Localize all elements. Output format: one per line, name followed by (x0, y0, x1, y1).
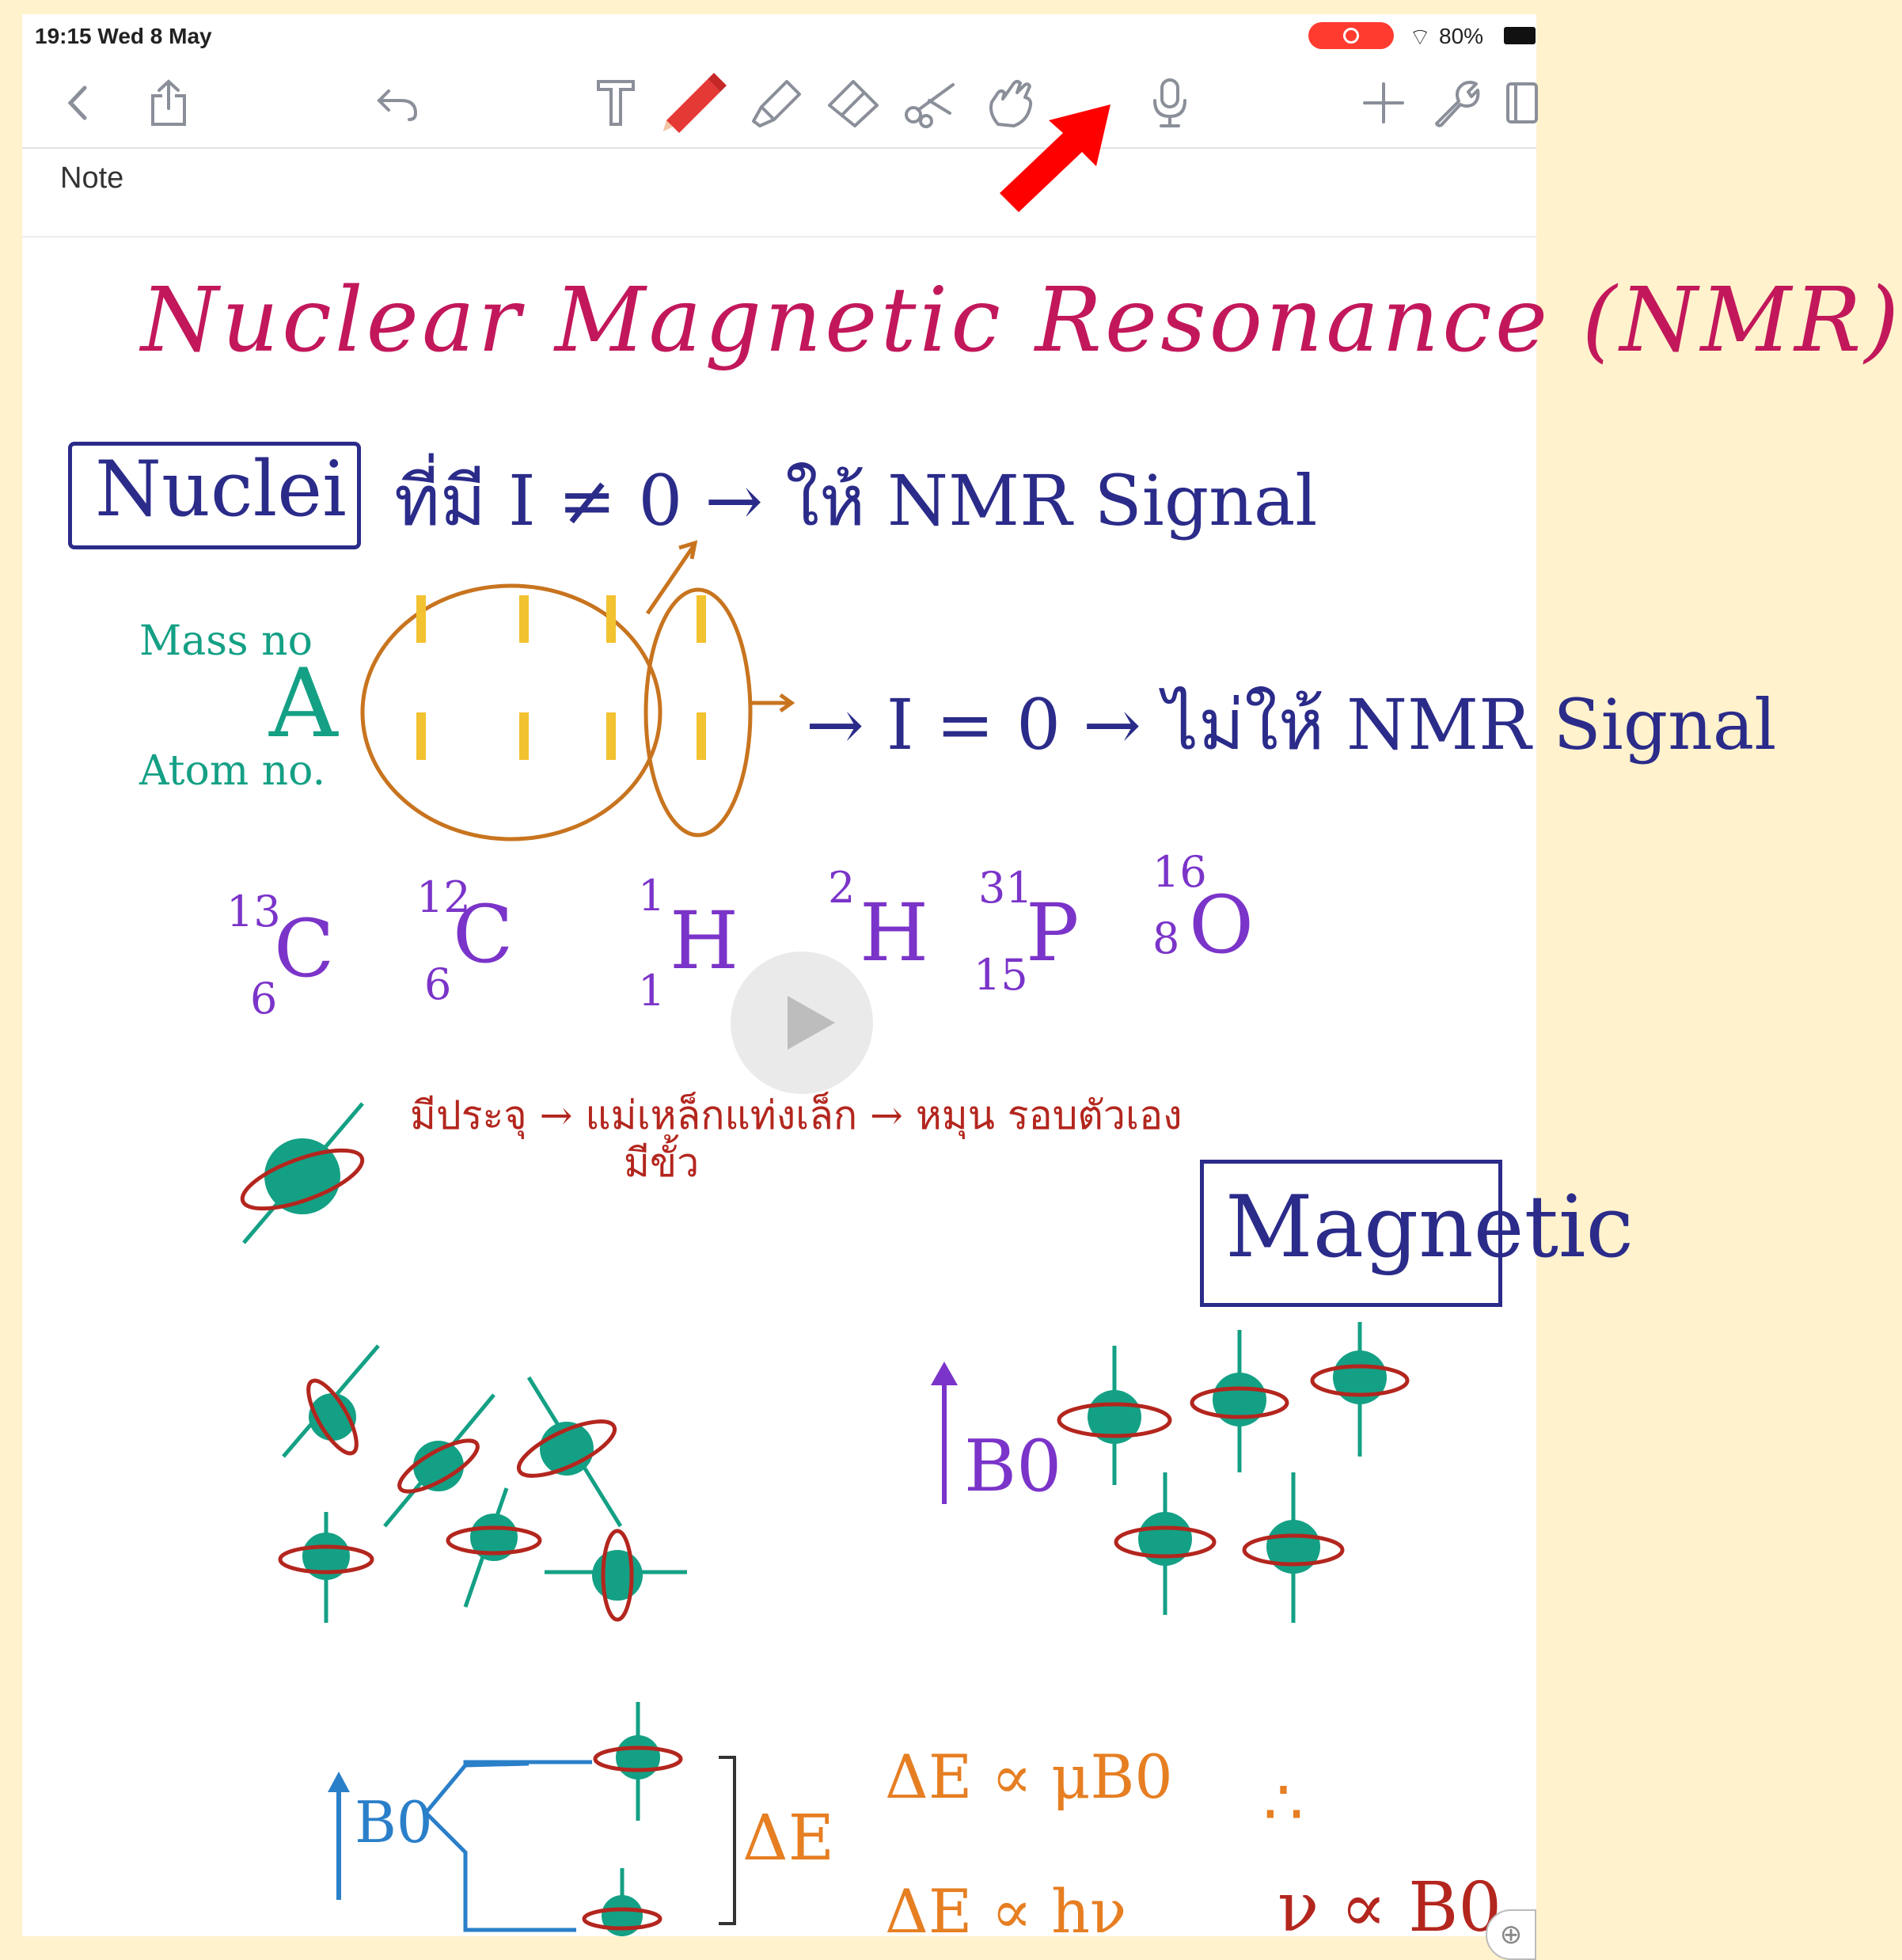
screen-recording-indicator[interactable] (1308, 22, 1394, 49)
random-spins (278, 1344, 687, 1623)
mass-number-label: Mass no (139, 617, 313, 665)
toolbar (22, 60, 1538, 149)
magnetic-box (1200, 1160, 1502, 1307)
pen-tool-icon[interactable] (655, 73, 735, 133)
eraser-icon[interactable] (822, 74, 885, 131)
energy-equation-2: ΔE ∝ hν (885, 1876, 1127, 1947)
nuclei-box (68, 442, 361, 549)
lasso-icon[interactable] (899, 74, 962, 131)
nuclei-label: Nuclei (95, 445, 347, 534)
undo-icon[interactable] (370, 74, 426, 131)
hand-icon[interactable] (980, 74, 1043, 131)
therefore-symbol: ∴ (1263, 1765, 1304, 1839)
status-time: 19:15 Wed 8 May (35, 24, 212, 48)
energy-level-diagram (328, 1702, 736, 1936)
text-tool-icon[interactable] (588, 74, 643, 131)
battery-icon (1504, 27, 1536, 44)
handwritten-ink-layer (240, 540, 1410, 1936)
wifi-icon: ⌔ (1409, 25, 1432, 51)
aligned-spins (1057, 1322, 1410, 1623)
wrench-icon[interactable] (1429, 74, 1485, 131)
page-view-icon[interactable] (1501, 74, 1540, 131)
delta-e-label: ΔE (742, 1801, 835, 1875)
magnetic-label: Magnetic (1225, 1178, 1634, 1277)
red-pointer-arrow-icon (992, 100, 1118, 215)
play-icon[interactable] (731, 952, 873, 1094)
frequency-equation: ν ∝ B0 (1277, 1868, 1502, 1947)
goodnotes-screen: 19:15 Wed 8 May ⌔ 80% (22, 14, 1899, 1960)
b0-label-blue: B0 (355, 1789, 433, 1856)
plus-icon[interactable] (1356, 74, 1411, 131)
note-title-bar: Note (22, 149, 1536, 237)
spin-explanation-sub: มีขั้ว (624, 1140, 700, 1186)
note-heading: Nuclear Magnetic Resonance (NMR) (141, 269, 1902, 372)
share-icon[interactable] (141, 74, 196, 131)
spin-explanation: มีประจุ → แม่เหล็กแท่งเล็ก → หมุน รอบตัว… (410, 1092, 1183, 1138)
microphone-icon[interactable] (1142, 74, 1198, 131)
atomic-number-label: Atom no. (139, 747, 326, 795)
spin-diagram-single (240, 1102, 365, 1244)
b0-label-purple: B0 (964, 1425, 1062, 1508)
battery-percent: 80% (1439, 24, 1484, 48)
zoom-in-icon[interactable]: ⊕ (1486, 1909, 1536, 1960)
nonzero-spin-condition: ที่มี I ≠ 0 → ให้ NMR Signal (394, 460, 1318, 541)
note-title[interactable]: Note (60, 161, 124, 195)
chevron-left-icon[interactable] (54, 74, 101, 131)
highlighter-icon[interactable] (744, 74, 807, 131)
symbol-a: A (269, 649, 338, 759)
note-canvas[interactable]: Nuclear Magnetic Resonance (NMR) Nuclei … (22, 237, 1899, 1960)
zero-spin-condition: → I = 0 → ไม่ให้ NMR Signal (806, 684, 1777, 765)
status-bar: 19:15 Wed 8 May ⌔ 80% (22, 14, 1536, 54)
energy-equation-1: ΔE ∝ μB0 (885, 1742, 1173, 1812)
b0-field-arrow-purple (931, 1362, 958, 1504)
